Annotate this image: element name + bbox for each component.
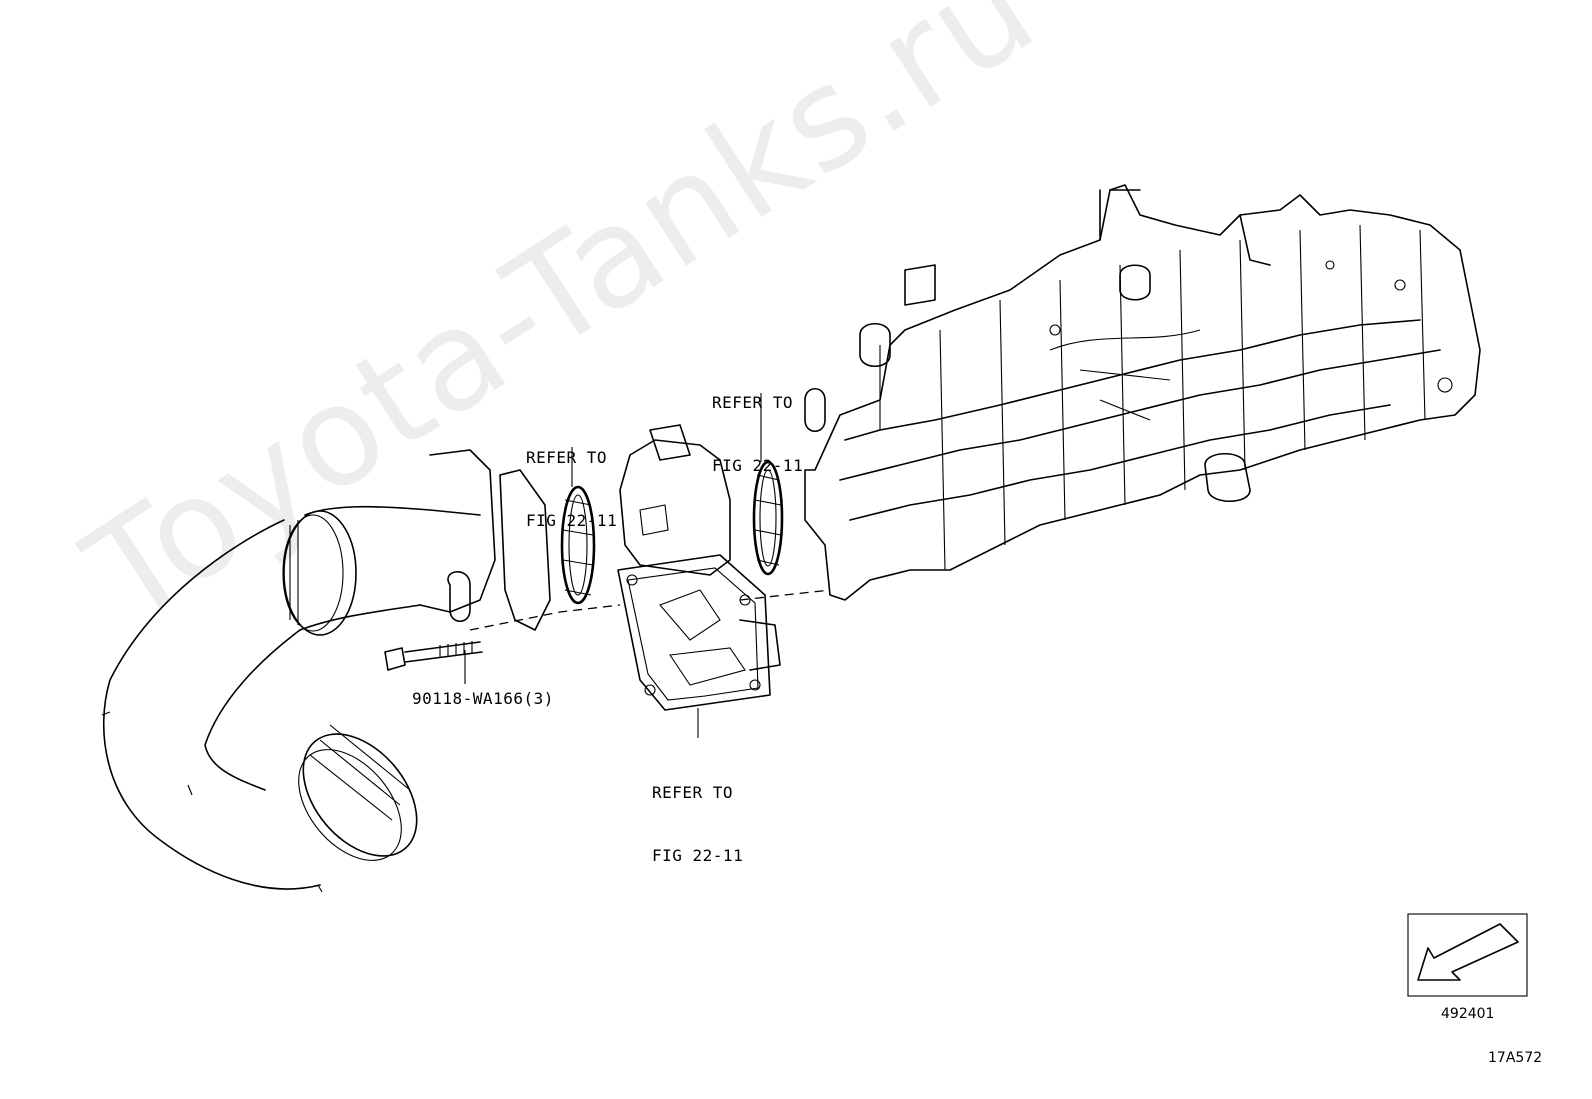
- nav-box-code: 492401: [1441, 1006, 1495, 1022]
- gasket-left: [560, 485, 596, 605]
- bolt-part-number[interactable]: 90118-WA166(3): [412, 689, 554, 708]
- gasket-right: [752, 460, 784, 576]
- refer-line-1: REFER TO: [526, 448, 608, 467]
- refer-callout-right[interactable]: REFER TO FIG 22-11: [712, 350, 803, 497]
- bolt: [384, 641, 483, 671]
- leader-lines: [464, 393, 762, 738]
- refer-callout-left[interactable]: REFER TO FIG 22-11: [526, 405, 617, 552]
- assembly-axis-line: [469, 589, 831, 631]
- refer-line-1: REFER TO: [652, 783, 734, 802]
- arrow-down-left-icon: [1417, 923, 1519, 981]
- refer-line-1: REFER TO: [712, 393, 794, 412]
- refer-line-2: FIG 22-11: [712, 456, 804, 475]
- refer-line-2: FIG 22-11: [526, 511, 618, 530]
- refer-line-2: FIG 22-11: [652, 846, 744, 865]
- air-intake-hose: [101, 449, 551, 893]
- refer-callout-lower[interactable]: REFER TO FIG 22-11: [652, 740, 743, 887]
- figure-code: 17A572: [1488, 1050, 1543, 1066]
- intake-manifold: [804, 184, 1481, 601]
- nav-box[interactable]: [1407, 913, 1528, 997]
